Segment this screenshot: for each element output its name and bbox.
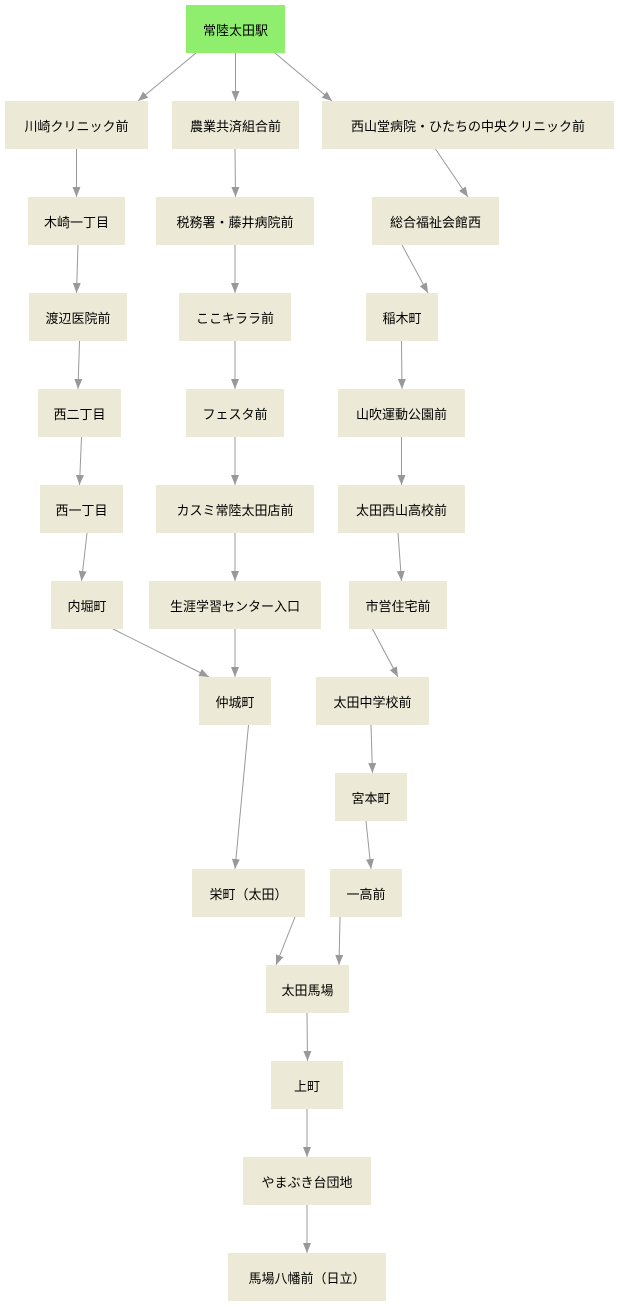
node-kawasaki-clinic: 川崎クリニック前 — [5, 101, 148, 149]
edge-kizaki_1chome-to-watanabe_clinic — [72, 244, 81, 294]
edge-nishiyamado_hospital-to-sogo_fukushi — [435, 148, 469, 198]
node-nakashiro-cho: 仲城町 — [199, 677, 271, 725]
edge-watanabe_clinic-to-nishi_2chome — [74, 340, 83, 390]
node-uchibori-cho: 内堀町 — [51, 581, 123, 629]
edge-inaki_cho-to-yamabuki_park — [397, 340, 406, 390]
node-inaki-cho: 稲木町 — [366, 293, 438, 341]
node-kami-cho: 上町 — [271, 1061, 343, 1109]
node-ikko: 一高前 — [330, 869, 402, 917]
node-shiei-jutaku: 市営住宅前 — [349, 581, 447, 629]
node-miyamoto-cho: 宮本町 — [335, 773, 407, 821]
edge-nishi_1chome-to-uchibori_cho — [78, 532, 88, 582]
edge-ota_baba-to-kami_cho — [303, 1012, 312, 1062]
edge-shiei_jutaku-to-ota_jhs — [372, 628, 399, 678]
edge-nakashiro_cho-to-sakae_cho — [231, 724, 249, 870]
node-shogai-gakushu: 生涯学習センター入口 — [149, 581, 321, 629]
node-ota-nishiyama-hs: 太田西山高校前 — [338, 485, 465, 533]
node-koko-kirara: ここキララ前 — [179, 293, 291, 341]
edge-miyamoto_cho-to-ikko — [365, 820, 374, 870]
edge-ikko-to-ota_baba — [335, 916, 344, 966]
node-kasumi: カスミ常陸太田店前 — [156, 485, 314, 533]
node-yamabuki-park: 山吹運動公園前 — [338, 389, 465, 437]
node-watanabe-clinic: 渡辺医院前 — [29, 293, 127, 341]
edge-nishi_2chome-to-nishi_1chome — [75, 436, 84, 486]
node-kizaki-1chome: 木崎一丁目 — [28, 197, 125, 245]
edge-uchibori_cho-to-nakashiro_cho — [112, 628, 210, 678]
edge-sakae_cho-to-ota_baba — [275, 916, 296, 966]
node-sakae-cho: 栄町（太田） — [192, 869, 305, 917]
node-yamabukidai: やまぶき台団地 — [243, 1157, 371, 1205]
node-nogyo-kyosai: 農業共済組合前 — [172, 101, 299, 149]
edge-ota_jhs-to-miyamoto_cho — [368, 724, 377, 774]
edge-hitachi_ota_station-to-kawasaki_clinic — [137, 52, 197, 102]
node-ota-baba: 太田馬場 — [266, 965, 349, 1013]
node-baba-hachiman: 馬場八幡前（日立） — [228, 1253, 386, 1301]
edge-nogyo_kyosai-to-zeimusho_fujii — [231, 148, 240, 198]
edge-hitachi_ota_station-to-nishiyamado_hospital — [274, 52, 333, 102]
edge-ota_nishiyama_hs-to-shiei_jutaku — [396, 532, 405, 582]
node-zeimusho-fujii: 税務署・藤井病院前 — [156, 197, 314, 245]
node-nishi-2chome: 西二丁目 — [38, 389, 121, 437]
edge-sogo_fukushi-to-inaki_cho — [401, 244, 429, 294]
node-nishi-1chome: 西一丁目 — [40, 485, 123, 533]
node-sogo-fukushi: 総合福祉会館西 — [372, 197, 499, 245]
node-ota-jhs: 太田中学校前 — [316, 677, 429, 725]
node-festa: フェスタ前 — [186, 389, 284, 437]
node-hitachi-ota-station: 常陸太田駅 — [186, 5, 285, 53]
node-nishiyamado-hospital: 西山堂病院・ひたちの中央クリニック前 — [322, 101, 614, 149]
